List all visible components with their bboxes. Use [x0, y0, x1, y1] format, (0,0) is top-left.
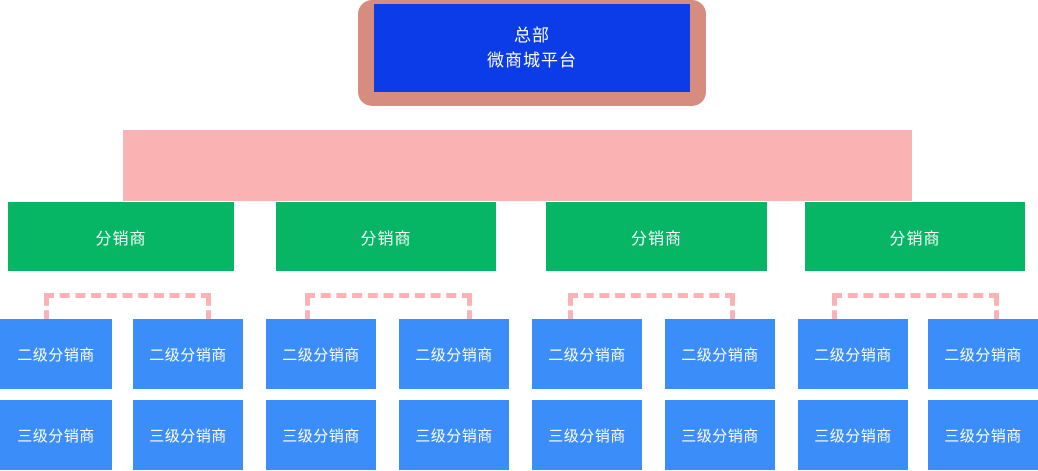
third-level-distributor-node[interactable]: 三级分销商	[532, 400, 642, 470]
distributor-branch-connector	[568, 293, 735, 319]
distributor-label: 分销商	[630, 230, 682, 248]
connector-leg-left	[832, 297, 837, 319]
second-level-distributor-label: 二级分销商	[944, 346, 1022, 364]
second-level-distributor-label: 二级分销商	[282, 346, 360, 364]
second-level-distributor-node[interactable]: 二级分销商	[798, 319, 908, 389]
headquarters-title-line-2: 微商城平台	[487, 51, 577, 70]
second-level-distributor-label: 二级分销商	[17, 346, 95, 364]
headquarters-node[interactable]: 总部 微商城平台	[374, 4, 690, 92]
distributor-node[interactable]: 分销商	[8, 202, 234, 271]
third-level-distributor-label: 三级分销商	[282, 427, 360, 445]
second-level-distributor-node[interactable]: 二级分销商	[0, 319, 112, 389]
connector-leg-left	[44, 297, 49, 319]
third-level-distributor-label: 三级分销商	[149, 427, 227, 445]
third-level-distributor-node[interactable]: 三级分销商	[798, 400, 908, 470]
third-level-distributor-label: 三级分销商	[17, 427, 95, 445]
third-level-distributor-node[interactable]: 三级分销商	[266, 400, 376, 470]
distributor-node[interactable]: 分销商	[276, 202, 496, 271]
distributor-label: 分销商	[889, 230, 941, 248]
third-level-distributor-label: 三级分销商	[548, 427, 626, 445]
connector-leg-right	[994, 297, 999, 319]
connector-horizontal-line	[305, 293, 472, 298]
connector-leg-right	[467, 297, 472, 319]
second-level-distributor-node[interactable]: 二级分销商	[532, 319, 642, 389]
second-level-distributor-label: 二级分销商	[149, 346, 227, 364]
second-level-distributor-row: 二级分销商 二级分销商 二级分销商 二级分销商 二级分销商 二级分销商 二级分销…	[0, 319, 1038, 389]
distributor-branch-connector	[44, 293, 211, 319]
second-level-distributor-label: 二级分销商	[814, 346, 892, 364]
connector-horizontal-line	[832, 293, 999, 298]
connector-horizontal-line	[568, 293, 735, 298]
second-level-distributor-node[interactable]: 二级分销商	[133, 319, 243, 389]
third-level-distributor-node[interactable]: 三级分销商	[0, 400, 112, 470]
third-level-distributor-label: 三级分销商	[814, 427, 892, 445]
headquarters-to-distributors-connector	[123, 130, 912, 201]
connector-leg-right	[730, 297, 735, 319]
third-level-distributor-label: 三级分销商	[681, 427, 759, 445]
third-level-distributor-row: 三级分销商 三级分销商 三级分销商 三级分销商 三级分销商 三级分销商 三级分销…	[0, 400, 1038, 470]
second-level-distributor-node[interactable]: 二级分销商	[665, 319, 775, 389]
third-level-distributor-node[interactable]: 三级分销商	[928, 400, 1038, 470]
connector-leg-left	[568, 297, 573, 319]
headquarters-title-line-1: 总部	[514, 26, 550, 45]
distributor-node[interactable]: 分销商	[546, 202, 767, 271]
second-level-distributor-node[interactable]: 二级分销商	[928, 319, 1038, 389]
third-level-distributor-label: 三级分销商	[415, 427, 493, 445]
distributor-row: 分销商 分销商 分销商 分销商	[0, 202, 1038, 271]
second-level-distributor-node[interactable]: 二级分销商	[266, 319, 376, 389]
distributor-branch-connector	[305, 293, 472, 319]
connector-leg-right	[206, 297, 211, 319]
second-level-distributor-node[interactable]: 二级分销商	[399, 319, 509, 389]
third-level-distributor-label: 三级分销商	[944, 427, 1022, 445]
connector-horizontal-line	[44, 293, 211, 298]
third-level-distributor-node[interactable]: 三级分销商	[133, 400, 243, 470]
second-level-distributor-label: 二级分销商	[681, 346, 759, 364]
third-level-distributor-node[interactable]: 三级分销商	[399, 400, 509, 470]
third-level-distributor-node[interactable]: 三级分销商	[665, 400, 775, 470]
distributor-label: 分销商	[95, 230, 147, 248]
connector-leg-left	[305, 297, 310, 319]
distributor-branch-connector	[832, 293, 999, 319]
distributor-label: 分销商	[360, 230, 412, 248]
second-level-distributor-label: 二级分销商	[415, 346, 493, 364]
second-level-distributor-label: 二级分销商	[548, 346, 626, 364]
distributor-node[interactable]: 分销商	[805, 202, 1025, 271]
